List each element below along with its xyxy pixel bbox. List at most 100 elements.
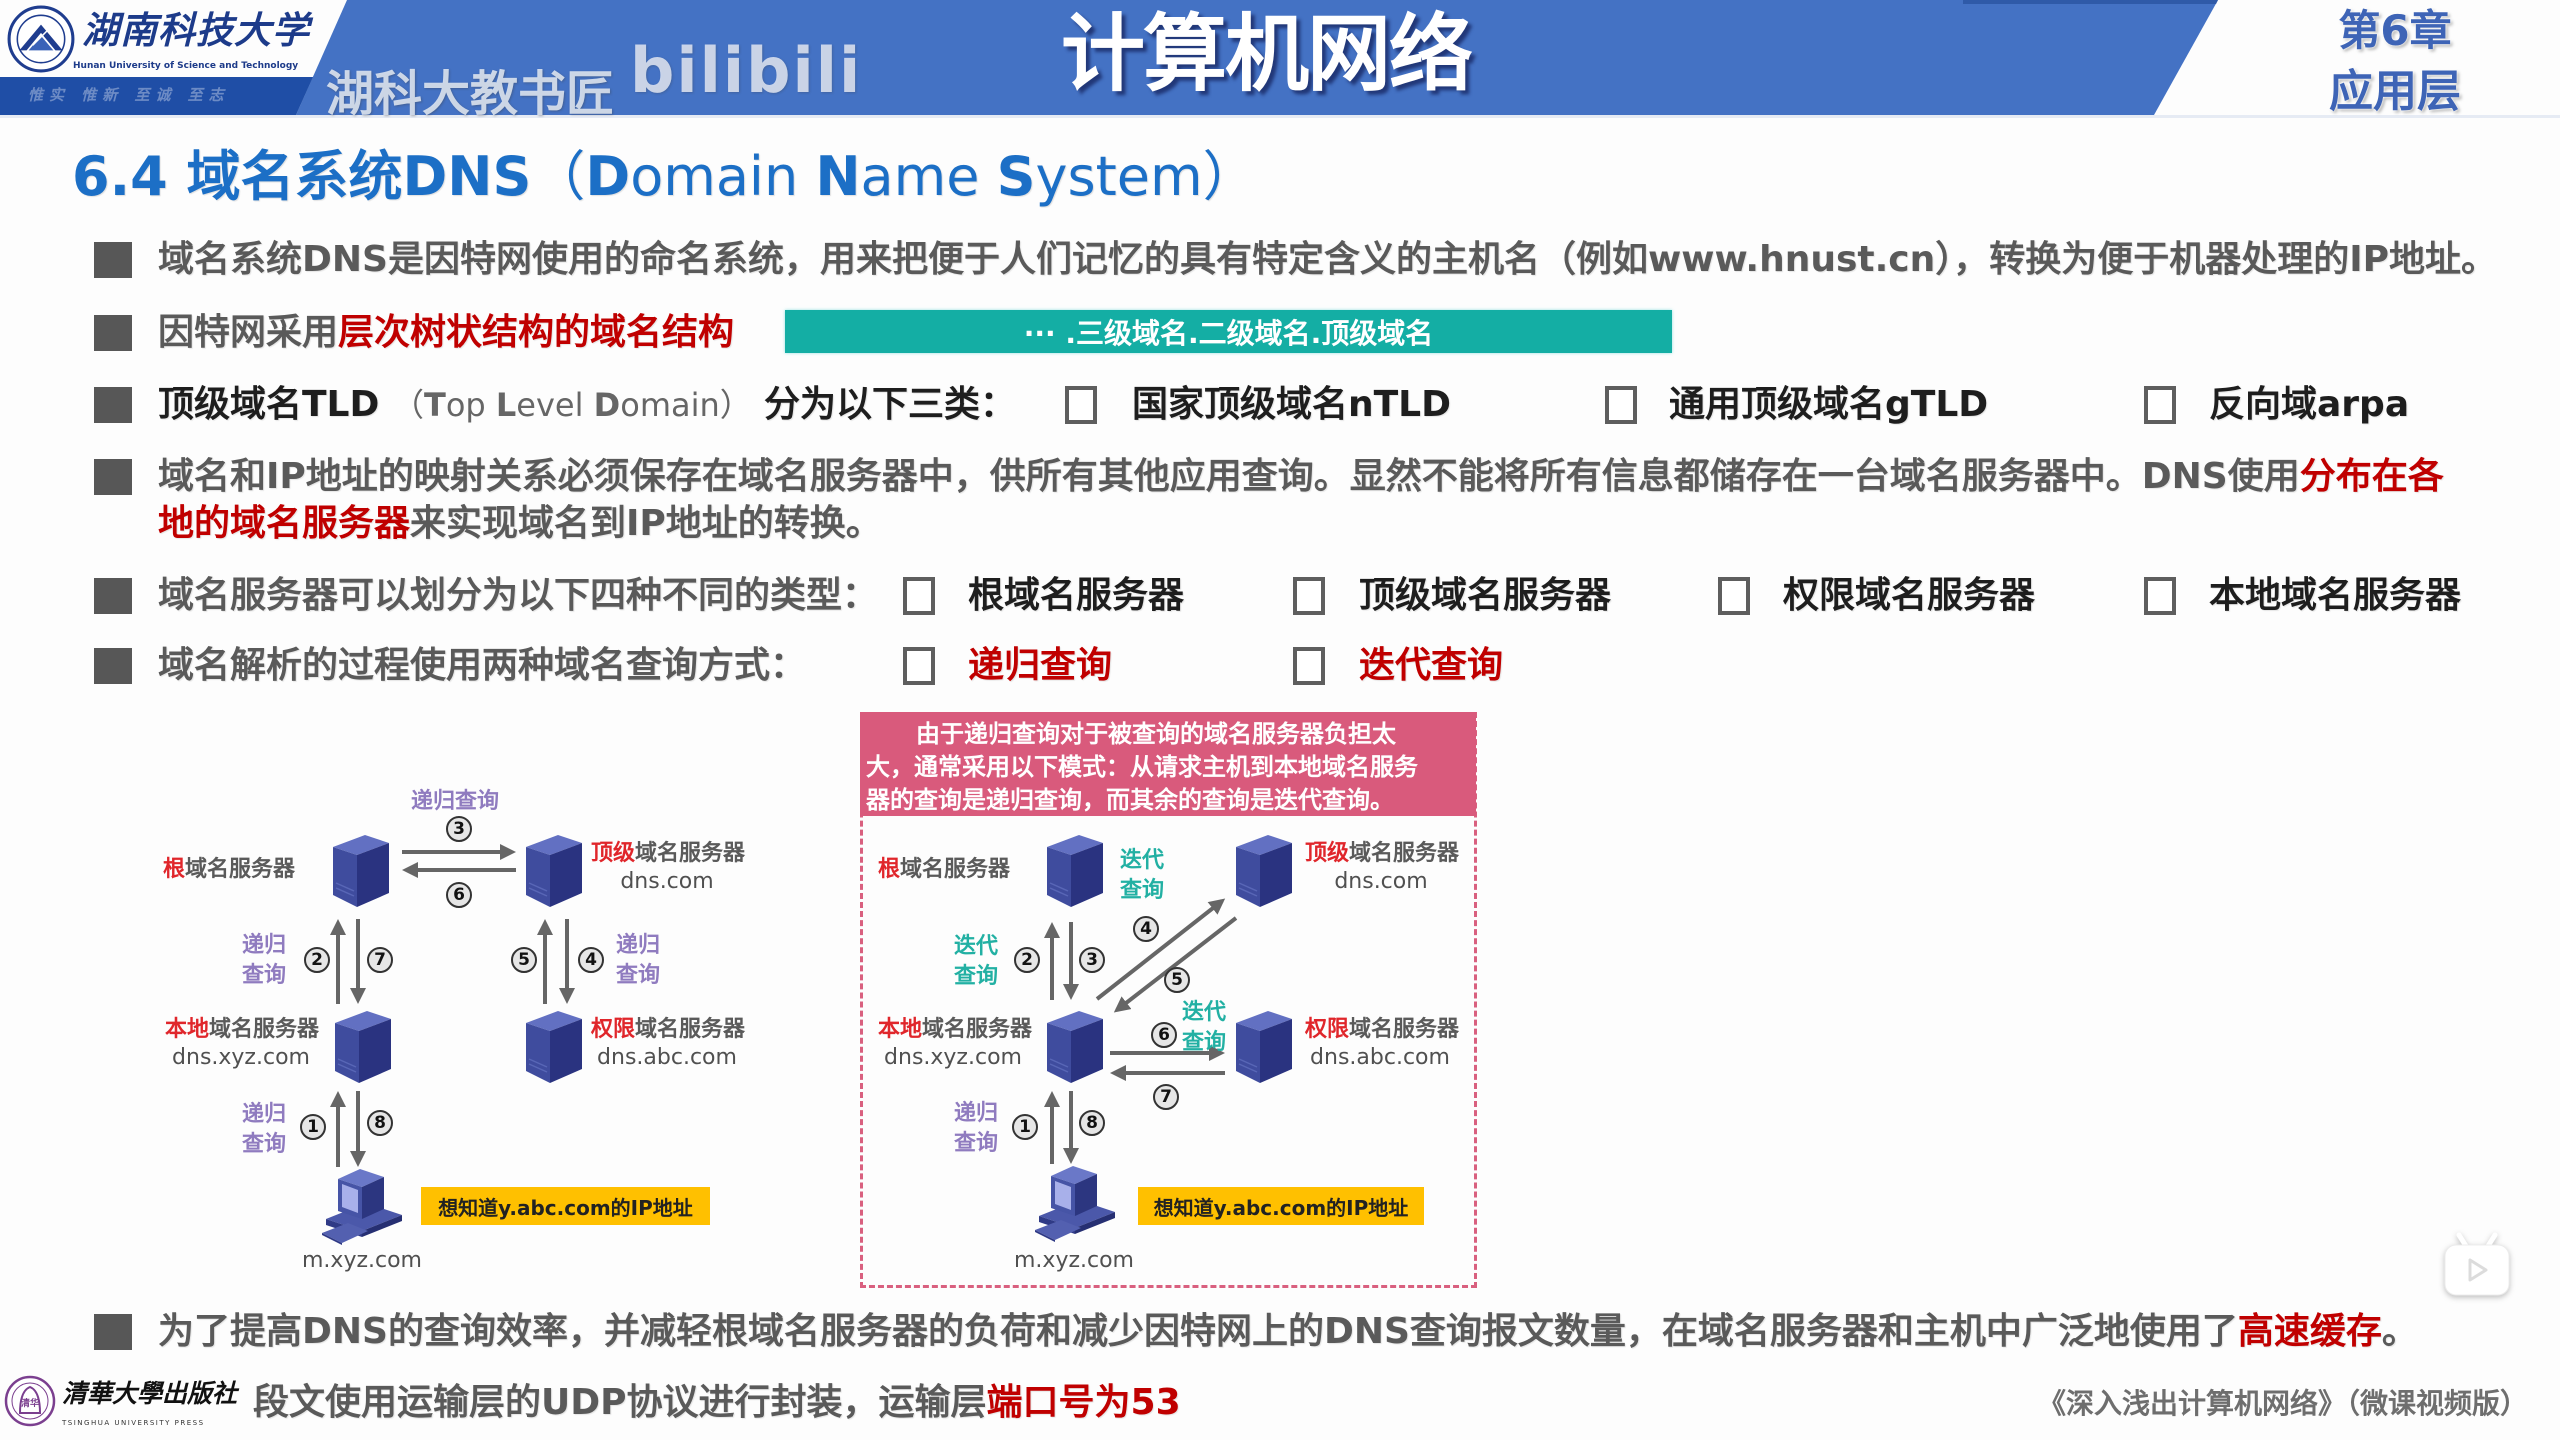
header-motto-strip (0, 77, 313, 115)
tld-server-label: 顶级域名服务器 (1305, 843, 1459, 865)
step-3-badge: 3 (446, 816, 472, 842)
mapping-line1-text: 域名和IP地址的映射关系必须保存在域名服务器中，供所有其他应用查询。显然不能将所… (158, 456, 2300, 497)
tld-term: 顶级域名TLD (158, 384, 380, 425)
tld-server-icon (526, 834, 582, 907)
option-ntld: 国家顶级域名nTLD (1132, 384, 1452, 425)
bilibili-tv-icon[interactable] (2440, 1230, 2514, 1300)
bullet-server-types: 域名服务器可以划分为以下四种不同的类型： (158, 575, 879, 616)
checkbox-arpa[interactable] (2144, 386, 2176, 424)
step-7-badge: 7 (367, 947, 393, 973)
root-server-label-highlight: 根 (163, 857, 186, 882)
option-iterative-query: 迭代查询 (1359, 645, 1504, 686)
authoritative-server-label: 权限域名服务器 (1305, 1019, 1459, 1041)
book-title: 《深入浅出计算机网络》（微课视频版） (2037, 1387, 2528, 1420)
authoritative-server-label-rest: 域名服务器 (1349, 1017, 1460, 1042)
iterative-query-label: 迭代 查询 (1120, 848, 1165, 903)
option-local-server: 本地域名服务器 (2209, 575, 2462, 616)
recursive-query-label: 递归 查询 (242, 1102, 287, 1157)
recursive-query-label: 递归 查询 (954, 1101, 999, 1156)
local-server-label-highlight: 本地 (878, 1017, 923, 1042)
checkbox-gtld[interactable] (1605, 386, 1637, 424)
step-5-badge: 5 (511, 947, 537, 973)
chapter-number: 第6章 (2338, 6, 2452, 55)
local-server-label-rest: 域名服务器 (209, 1017, 320, 1042)
root-server-label-highlight: 根 (878, 857, 901, 882)
transport-text: 段文使用运输层的UDP协议进行封装，运输层 (253, 1382, 987, 1423)
local-server-label-highlight: 本地 (165, 1017, 210, 1042)
publisher-name-cn: 清華大學出版社 (62, 1379, 238, 1408)
step-7-badge: 7 (1153, 1084, 1179, 1110)
bullet-square (94, 387, 132, 423)
course-title: 计算机网络 (1061, 5, 1473, 103)
authoritative-server-label-highlight: 权限 (1305, 1017, 1350, 1042)
root-server-label: 根域名服务器 (163, 859, 295, 881)
step-5-badge: 5 (1164, 967, 1190, 993)
section-title-main: 6.4 域名系统DNS (72, 145, 532, 208)
bullet-transport: 段文使用运输层的UDP协议进行封装，运输层端口号为53 (253, 1385, 1181, 1421)
section-title-paren-close: ） (1202, 145, 1257, 208)
bullet-hierarchy-highlight: 层次树状结构的域名结构 (338, 312, 735, 353)
tld-paren-open: （ (392, 386, 425, 424)
root-server-label-rest: 域名服务器 (185, 857, 296, 882)
checkbox-local-server[interactable] (2144, 577, 2176, 615)
option-gtld: 通用顶级域名gTLD (1669, 384, 1989, 425)
tld-server-label-rest: 域名服务器 (1349, 841, 1460, 866)
section-title-word-name: ame (860, 145, 997, 208)
client-computer-icon (322, 1169, 402, 1245)
header-banner-top-edge (1963, 0, 2218, 4)
bullet-square (94, 1314, 132, 1350)
tld-paren-close: ） (719, 386, 752, 424)
authoritative-server-icon (526, 1010, 582, 1083)
mapping-line1-highlight: 分布在各 (2299, 456, 2444, 497)
authoritative-server-label-rest: 域名服务器 (635, 1017, 746, 1042)
bullet-square (94, 459, 132, 495)
checkbox-ntld[interactable] (1065, 386, 1097, 424)
watermark-channel: 湖科大教书匠 (326, 66, 615, 122)
tld-initial-d: D (593, 386, 621, 424)
bullet-square (94, 648, 132, 684)
client-host: m.xyz.com (1014, 1248, 1134, 1273)
chapter-name: 应用层 (2329, 66, 2461, 117)
local-server-icon (335, 1010, 391, 1083)
local-server-label-rest: 域名服务器 (922, 1017, 1033, 1042)
recursive-query-label: 递归 查询 (242, 933, 287, 988)
note-line: 大，通常采用以下模式：从请求主机到本地域名服务 (866, 753, 1418, 781)
authoritative-server-host: dns.abc.com (597, 1045, 737, 1070)
client-goal-text: 想知道y.abc.com的IP地址 (438, 1195, 693, 1220)
step-2-badge: 2 (304, 947, 330, 973)
tld-full-name: （Top Level Domain） (392, 389, 752, 421)
section-title-initial-d: D (585, 145, 631, 208)
checkbox-authoritative-server[interactable] (1718, 577, 1750, 615)
section-title-initial-n: N (815, 145, 861, 208)
header-underline (0, 115, 2560, 118)
tld-suffix: 分为以下三类： (764, 384, 1017, 425)
root-server-label: 根域名服务器 (878, 859, 1010, 881)
checkbox-iterative-query[interactable] (1293, 647, 1325, 685)
local-server-host: dns.xyz.com (884, 1045, 1022, 1070)
local-server-label: 本地域名服务器 (878, 1019, 1032, 1041)
tld-server-label-highlight: 顶级 (1305, 841, 1350, 866)
section-title-word-system: ystem (1035, 145, 1203, 208)
recursive-query-label: 递归 查询 (616, 933, 661, 988)
local-server-host: dns.xyz.com (172, 1045, 310, 1070)
bullet-query-methods: 域名解析的过程使用两种域名查询方式： (158, 645, 807, 686)
step-8-badge: 8 (1079, 1110, 1105, 1136)
option-recursive-query: 递归查询 (968, 645, 1113, 686)
mapping-line2-text: 来实现域名到IP地址的转换。 (410, 503, 882, 544)
mixed-query-note: 由于递归查询对于被查询的域名服务器负担太 大，通常采用以下模式：从请求主机到本地… (860, 712, 1476, 816)
checkbox-root-server[interactable] (903, 577, 935, 615)
checkbox-recursive-query[interactable] (903, 647, 935, 685)
client-goal-text: 想知道y.abc.com的IP地址 (1153, 1195, 1409, 1220)
section-title-word-domain: omain (630, 145, 816, 208)
recursive-query-top-label: 递归查询 (411, 789, 500, 814)
tld-initial-t: T (424, 386, 446, 424)
option-root-server: 根域名服务器 (968, 575, 1185, 616)
header-banner (0, 0, 2560, 118)
note-line: 器的查询是递归查询，而其余的查询是迭代查询。 (866, 786, 1394, 814)
tld-word-domain: omain (620, 386, 720, 424)
university-motto: 惟实 惟新 至诚 至志 (28, 86, 230, 104)
authoritative-server-host: dns.abc.com (1310, 1045, 1450, 1070)
checkbox-tld-server[interactable] (1293, 577, 1325, 615)
publisher-seal-text: 清华 (21, 1397, 39, 1409)
section-title-paren-open: （ (531, 145, 586, 208)
